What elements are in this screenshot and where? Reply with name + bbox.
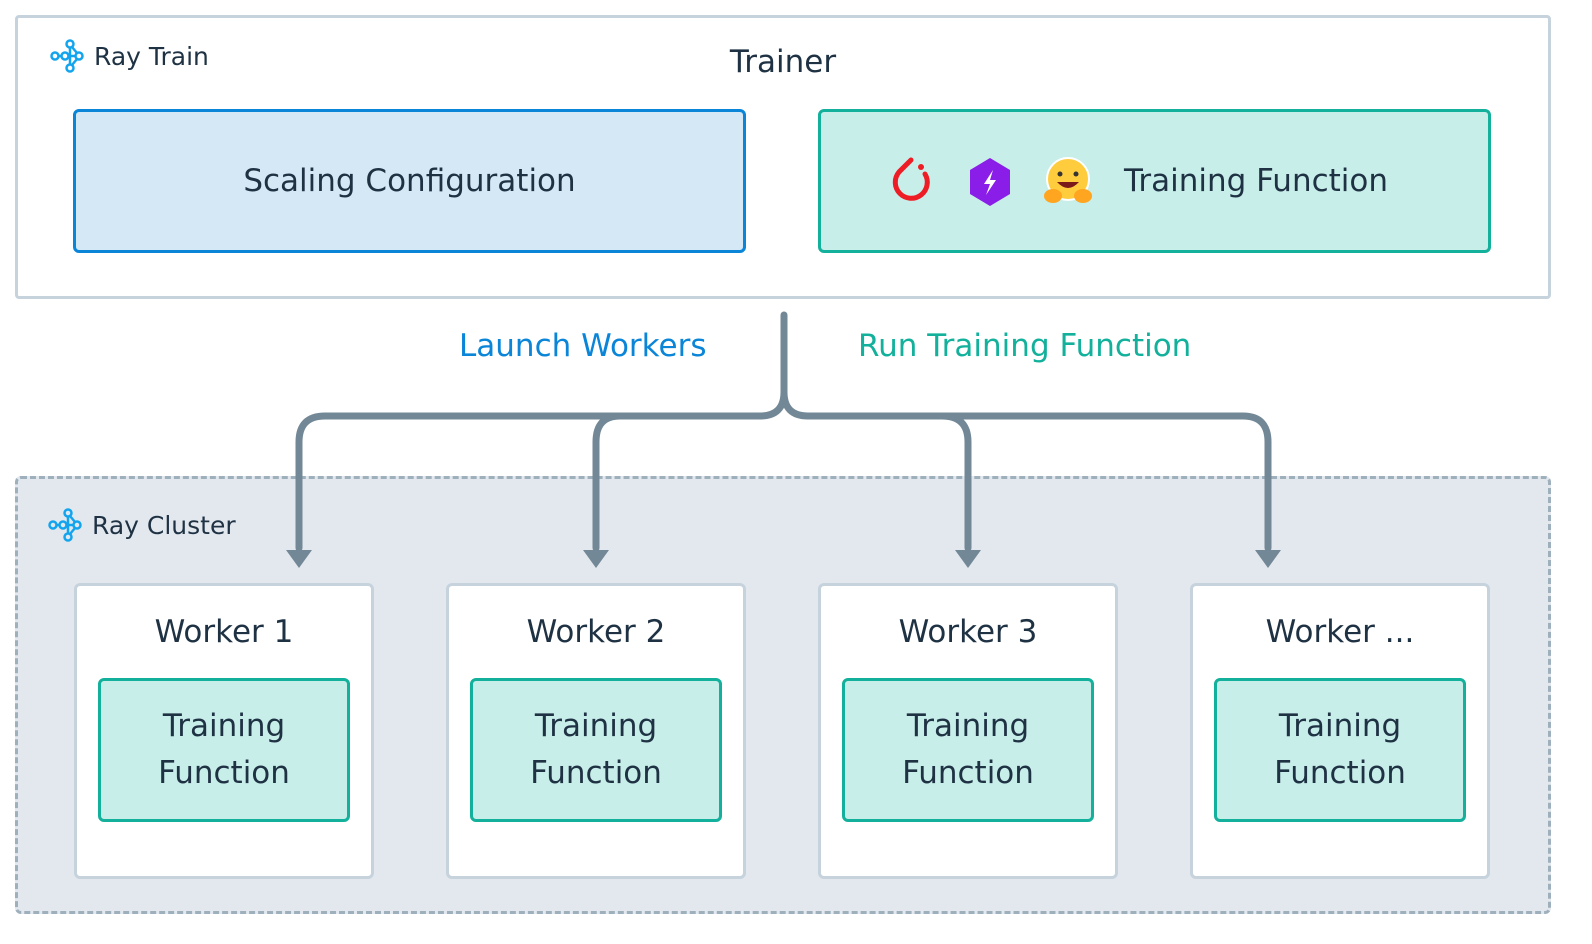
training-function-label: Training Function	[1124, 163, 1389, 199]
ray-cluster-text: Ray Cluster	[92, 510, 236, 540]
connector-worker-2	[592, 412, 764, 552]
ray-train-text: Ray Train	[94, 41, 209, 71]
worker-training-function: Training Function	[98, 678, 350, 822]
arrowhead-worker-3	[955, 550, 981, 568]
worker-title: Worker 2	[526, 614, 666, 650]
worker-title: Worker 3	[898, 614, 1038, 650]
worker-3-box: Worker 3 Training Function	[818, 583, 1118, 879]
pytorch-icon	[892, 157, 930, 201]
arrowhead-worker-4	[1255, 550, 1281, 568]
scaling-configuration-label: Scaling Configuration	[243, 163, 576, 199]
worker-title: Worker 1	[154, 614, 294, 650]
worker-2-box: Worker 2 Training Function	[446, 583, 746, 879]
worker-title: Worker ...	[1265, 614, 1415, 650]
worker-training-function: Training Function	[1214, 678, 1466, 822]
ray-logo-icon	[48, 508, 82, 542]
connector-worker-4	[938, 412, 1272, 552]
lightning-icon	[970, 158, 1010, 206]
huggingface-icon	[1044, 157, 1092, 203]
run-training-function-label: Run Training Function	[858, 328, 1192, 364]
trainer-training-function-box: Training Function	[818, 109, 1491, 253]
arrowhead-worker-1	[286, 550, 312, 568]
trainer-title: Trainer	[729, 44, 837, 80]
ray-logo-icon	[50, 39, 84, 73]
ray-cluster-label: Ray Cluster	[48, 507, 236, 543]
worker-n-box: Worker ... Training Function	[1190, 583, 1490, 879]
worker-training-function: Training Function	[470, 678, 722, 822]
worker-training-function: Training Function	[842, 678, 1094, 822]
connector-trunk	[295, 311, 788, 552]
launch-workers-label: Launch Workers	[459, 328, 707, 364]
arrowhead-worker-2	[583, 550, 609, 568]
ray-train-label: Ray Train	[50, 38, 209, 74]
worker-1-box: Worker 1 Training Function	[74, 583, 374, 879]
scaling-configuration-box: Scaling Configuration	[73, 109, 746, 253]
